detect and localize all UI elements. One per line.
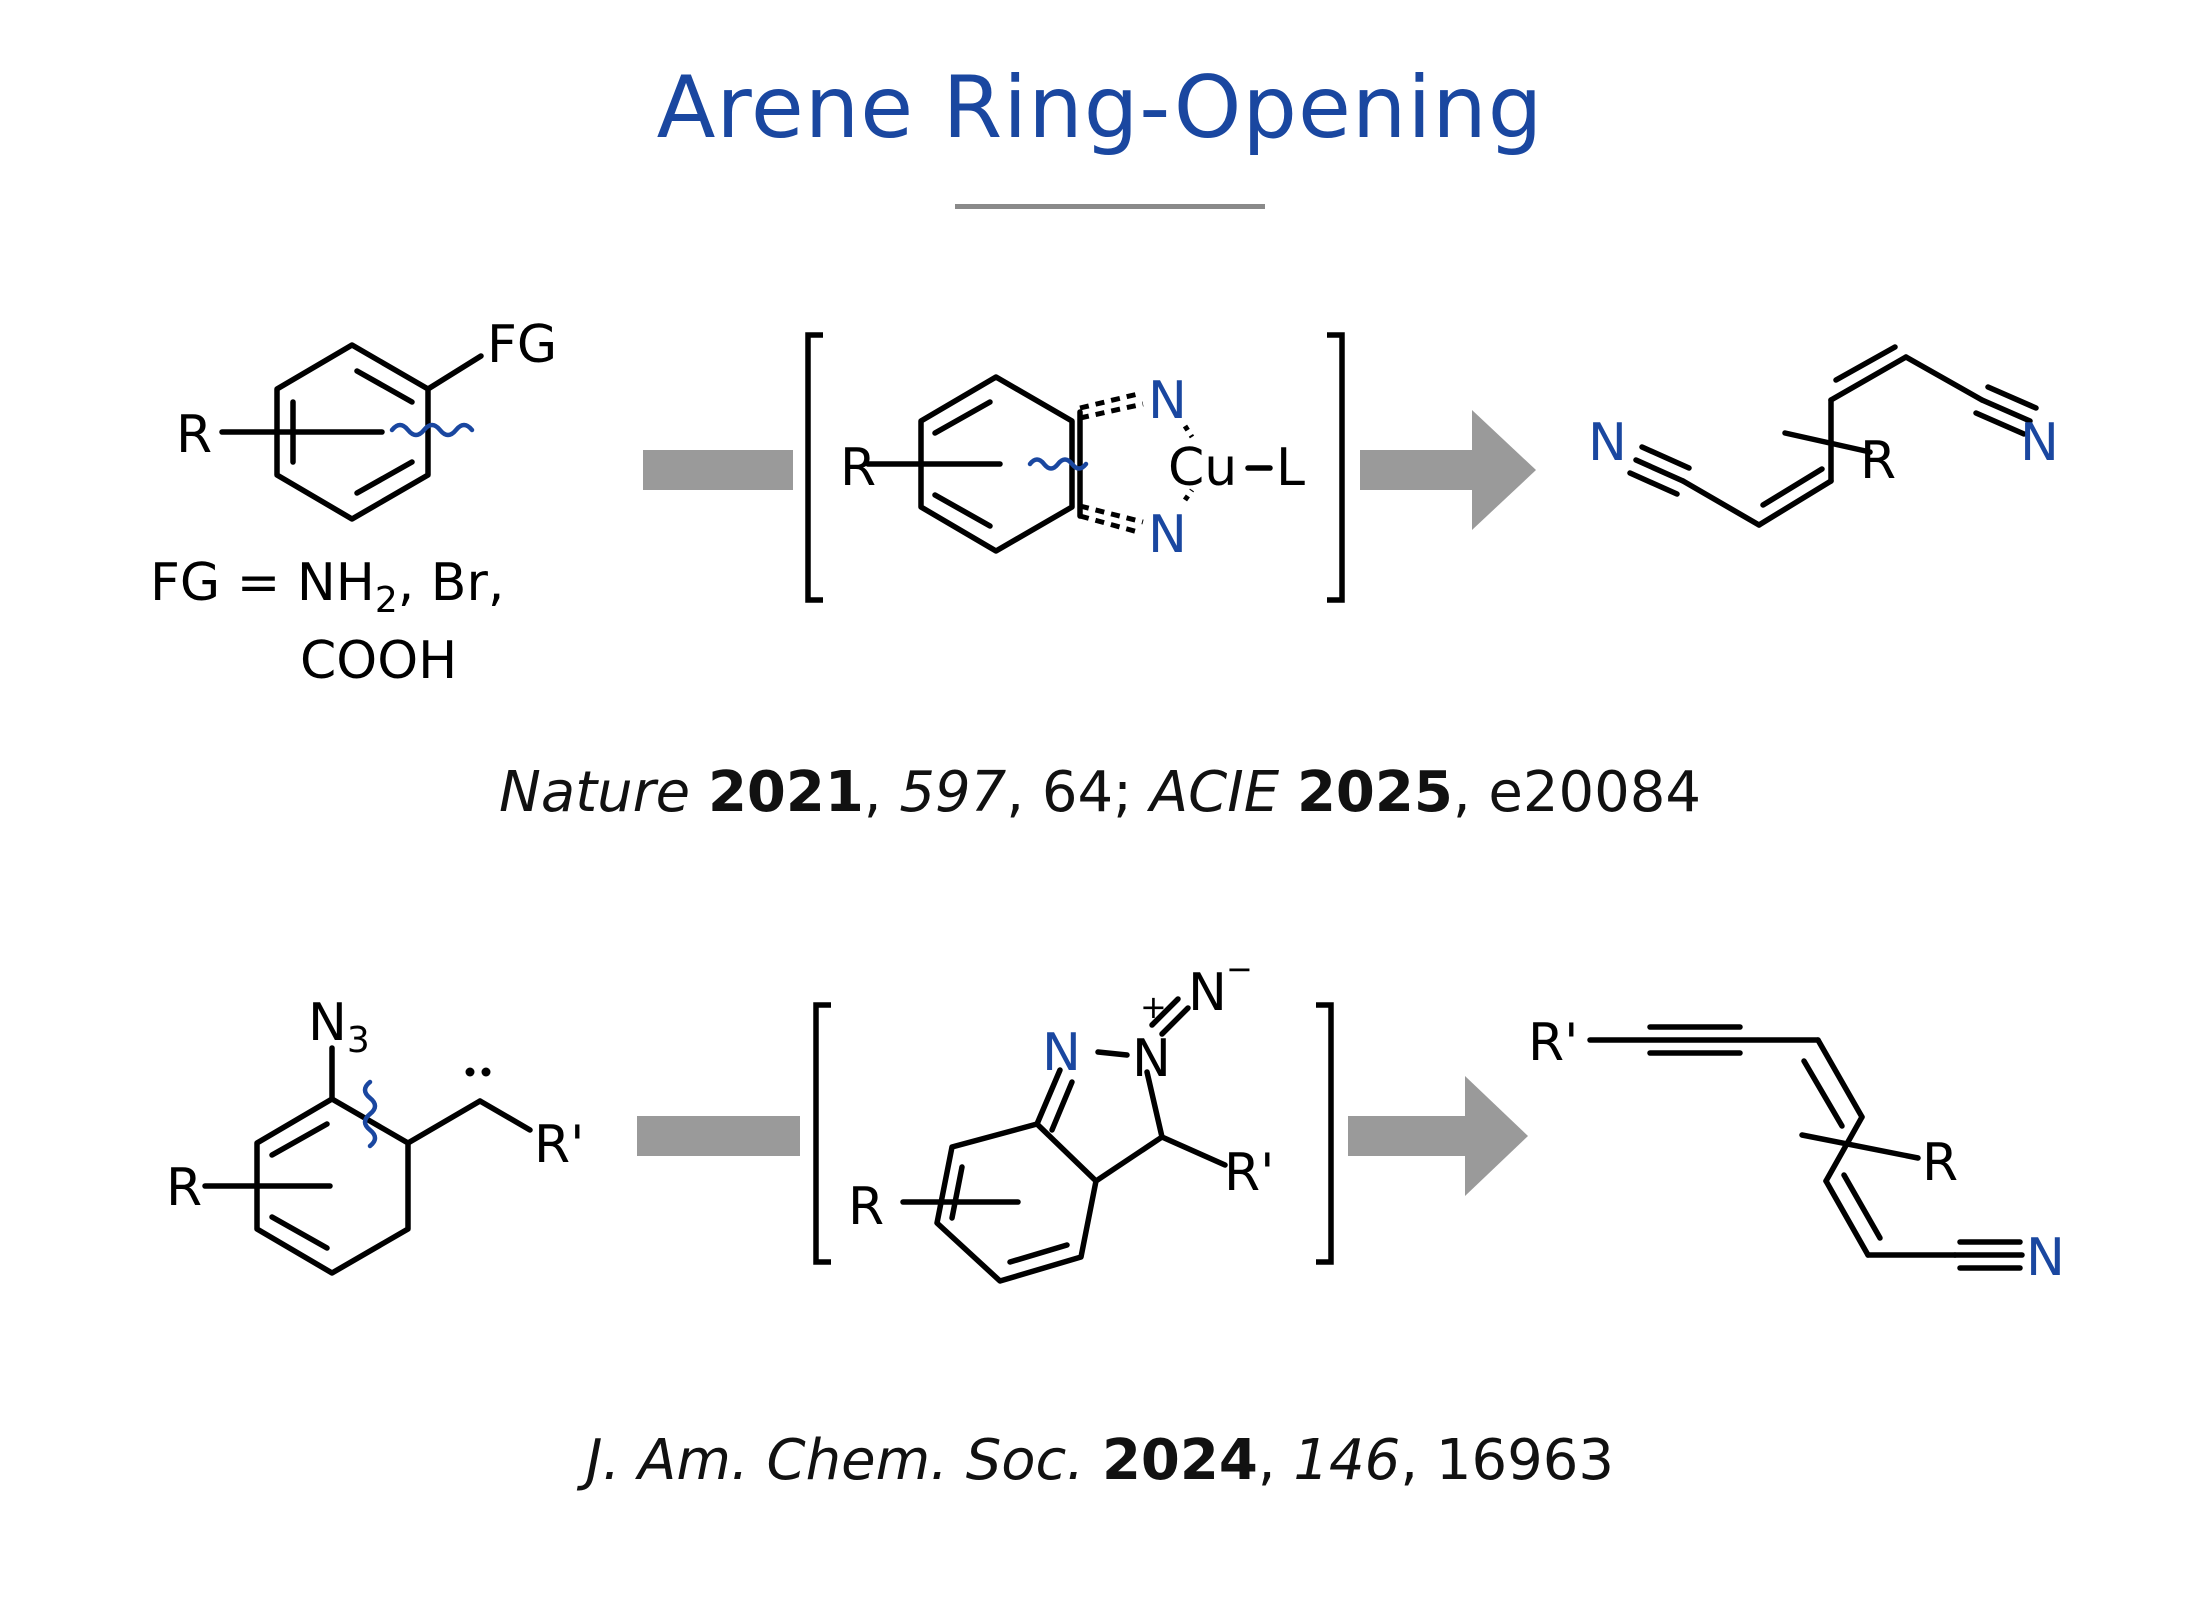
nitrile-triple-bond [1979, 397, 2033, 424]
citation-2: J. Am. Chem. Soc. 2024, 146, 16963 [585, 1428, 1615, 1493]
r-label: R [1922, 1133, 1958, 1193]
bond [1034, 1121, 1099, 1184]
nitrile-triple-bond [1985, 384, 2039, 411]
n1-label: N [1042, 1023, 1081, 1083]
fg-label: FG [487, 315, 557, 375]
double-bond [949, 1164, 965, 1221]
cleavage-wavy-line [389, 422, 475, 438]
r1-intermediate: N N Cu L R [805, 332, 1345, 603]
r-label: R [848, 1177, 884, 1237]
bond [1815, 1037, 1865, 1120]
carbene-lone-pair [465, 1067, 475, 1077]
bond [1144, 1069, 1165, 1140]
left-bracket [813, 1002, 831, 1265]
cu-coordination-dash [1182, 488, 1195, 502]
double-bond [1760, 466, 1825, 508]
r-bond [1799, 1132, 1921, 1161]
n-top-label: N [1148, 371, 1187, 431]
nitrile-triple-bond [1639, 444, 1692, 471]
nitrile-triple-bond [1627, 470, 1680, 497]
r-label: R [1860, 431, 1896, 491]
double-bond [1841, 1172, 1883, 1241]
cleavage-wavy-line [1027, 457, 1089, 471]
page-title: Arene Ring-Opening [656, 58, 1544, 158]
fg-definition-line1: FG = NH2, Br, [150, 553, 504, 621]
n3-label: N3 [308, 993, 370, 1061]
bond [1756, 478, 1834, 528]
n-right-label: N [2020, 413, 2059, 473]
citation-1: Nature 2021, 597, 64; ACIE 2025, e20084 [498, 760, 1702, 825]
diazo-bond [1149, 996, 1181, 1028]
nitrile-triple-bond [1973, 410, 2027, 437]
cyclic-ring [934, 1121, 1099, 1284]
bond [1823, 1178, 1871, 1258]
carbene-lone-pair [481, 1067, 491, 1077]
aromatic-double-bond [269, 1121, 330, 1158]
bond [1680, 478, 1762, 528]
n-coordination-dash [1079, 513, 1139, 535]
double-bond [1833, 344, 1898, 383]
rprime-bond [477, 1098, 533, 1133]
r1-starting-material: FG R FG = NH2, Br, COOH [150, 315, 557, 691]
reaction-arrow [1348, 1076, 1528, 1196]
nitrile-triple-bond [1633, 457, 1686, 484]
r-label: R [176, 405, 212, 465]
reaction-arrow-shaft [637, 1116, 800, 1156]
r-label: R [840, 438, 876, 498]
rprime-label: R' [534, 1115, 584, 1175]
n3-charge: − [1226, 950, 1253, 988]
bond [1903, 354, 1985, 403]
aromatic-double-bond [269, 1214, 330, 1251]
r2-product: R' R N [1528, 1013, 2065, 1288]
bond [1093, 1134, 1165, 1184]
ligand-label: L [1276, 438, 1305, 498]
n2-label: N [1132, 1029, 1171, 1089]
rprime-label: R' [1528, 1013, 1578, 1073]
n-coordination-dash [1079, 391, 1139, 411]
n3-label: N [1188, 963, 1227, 1023]
aromatic-double-bond [354, 459, 415, 496]
fg-definition-line2: COOH [300, 631, 457, 691]
double-bond [1049, 1079, 1075, 1133]
left-bracket [805, 332, 823, 603]
bond [1823, 1114, 1865, 1184]
cleavage-wavy-line [362, 1079, 378, 1149]
r2-starting-material: N3 R' R [166, 993, 584, 1276]
n-label: N [2026, 1228, 2065, 1288]
r2-intermediate: N N + N − R' R [813, 950, 1334, 1284]
rprime-bond [1159, 1134, 1228, 1168]
aromatic-double-bond [932, 492, 993, 529]
n-bottom-label: N [1148, 505, 1187, 565]
rprime-label: R' [1224, 1143, 1274, 1203]
fg-bond [425, 353, 484, 392]
reaction-arrow-shaft [643, 450, 793, 490]
n-coordination-dash [1079, 401, 1144, 421]
aromatic-double-bond [932, 399, 993, 436]
aromatic-double-bond [354, 368, 415, 405]
n-n-bond [1095, 1049, 1130, 1058]
right-bracket [1327, 332, 1345, 603]
title-divider [955, 204, 1265, 209]
n-coordination-dash [1079, 503, 1144, 525]
carbene-bond [405, 1098, 483, 1146]
double-bond [1801, 1058, 1845, 1129]
reaction-arrow [1360, 410, 1536, 530]
cu-label: Cu [1168, 438, 1237, 498]
diazo-bond [1159, 1005, 1191, 1037]
r1-product: N R N [1588, 344, 2059, 528]
cu-coordination-dash [1182, 424, 1195, 439]
right-bracket [1316, 1002, 1334, 1265]
bond [1034, 1067, 1063, 1127]
bond [1828, 354, 1909, 403]
aryne-ring [918, 374, 1075, 554]
r-label: R [166, 1158, 202, 1218]
double-bond [1007, 1242, 1070, 1265]
n2-charge: + [1140, 988, 1167, 1026]
r-bond [1782, 430, 1873, 455]
n-left-label: N [1588, 413, 1627, 473]
